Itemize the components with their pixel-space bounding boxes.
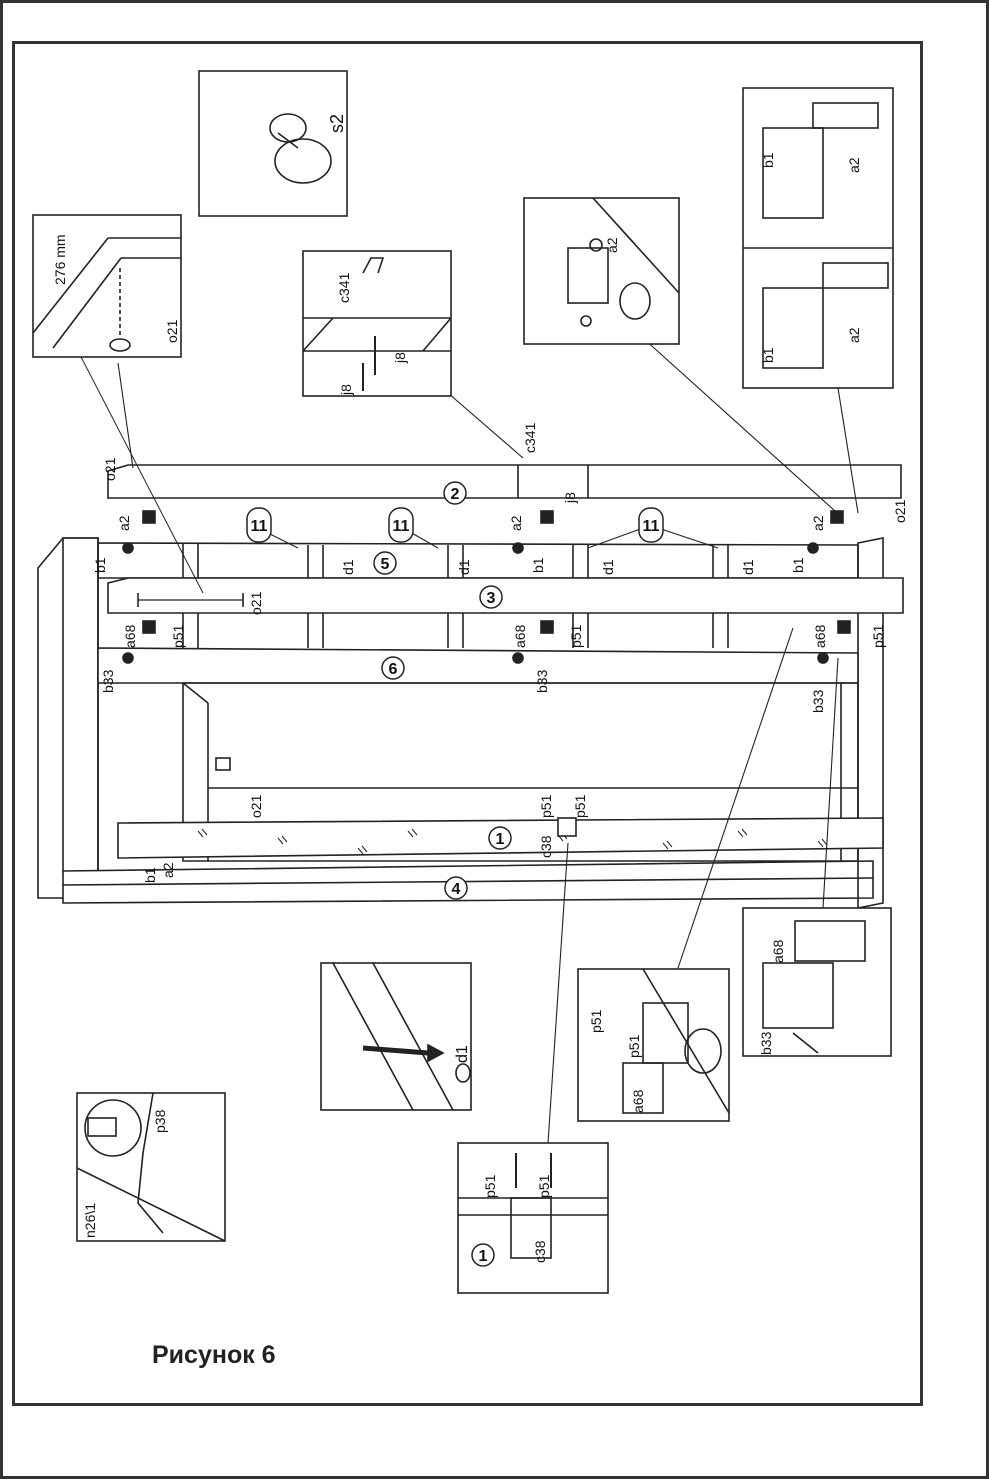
- figure-frame: [12, 41, 923, 1406]
- label-a68-e: a68: [630, 1089, 646, 1113]
- label-o21-c: o21: [248, 591, 264, 615]
- label-p51-g: p51: [626, 1034, 642, 1058]
- svg-text:2: 2: [451, 486, 460, 503]
- label-c341-a: c341: [522, 422, 538, 453]
- svg-text:1: 1: [496, 831, 505, 848]
- label-b1-e: b1: [760, 347, 776, 363]
- label-p51-b: p51: [568, 624, 584, 648]
- label-d1-a: d1: [340, 559, 356, 575]
- label-o21-d: o21: [248, 794, 264, 818]
- part-11-a: 11: [246, 507, 272, 543]
- label-p51-f: p51: [588, 1009, 604, 1033]
- label-b1-b: b1: [530, 557, 546, 573]
- label-a68-a: a68: [122, 624, 138, 648]
- label-o21-a: o21: [102, 457, 118, 481]
- label-b1-d: b1: [760, 152, 776, 168]
- label-b33-b: b33: [534, 669, 550, 693]
- figure-caption: Рисунок 6: [152, 1341, 276, 1369]
- detail-a68-p51: [577, 968, 730, 1122]
- part-2: 2: [443, 481, 467, 505]
- label-o21-b: o21: [892, 499, 908, 523]
- part-3: 3: [479, 585, 503, 609]
- label-c341-b: c341: [336, 272, 352, 303]
- label-b1-f: b1: [142, 867, 158, 883]
- svg-text:11: 11: [393, 518, 410, 535]
- label-j8-a: j8: [562, 492, 578, 504]
- part-5: 5: [373, 551, 397, 575]
- cabinet-body: [37, 464, 904, 909]
- label-a2-d: a2: [604, 237, 620, 253]
- label-p51-d: p51: [538, 794, 554, 818]
- svg-text:1: 1: [479, 1248, 488, 1265]
- label-p51-c: p51: [870, 624, 886, 648]
- svg-text:11: 11: [643, 518, 660, 535]
- detail-a2-hinge: [523, 197, 680, 345]
- label-dim: 276 mm: [52, 234, 68, 285]
- part-1: 1: [488, 826, 512, 850]
- label-s2: s2: [327, 114, 347, 133]
- label-b33-c: b33: [810, 689, 826, 713]
- detail-s2: [198, 70, 348, 217]
- label-d1-d: d1: [740, 559, 756, 575]
- detail-p38-n26: [76, 1092, 226, 1242]
- svg-text:5: 5: [381, 556, 390, 573]
- label-b1-c: b1: [790, 557, 806, 573]
- detail-a68-b33: [742, 907, 892, 1057]
- label-a2-b: a2: [508, 515, 524, 531]
- label-a2-e: a2: [846, 157, 862, 173]
- label-o21-e: o21: [164, 319, 180, 343]
- svg-text:6: 6: [389, 661, 398, 678]
- part-6: 6: [381, 656, 405, 680]
- part-11-c: 11: [638, 507, 664, 543]
- label-d1-e: d1: [454, 1045, 471, 1063]
- label-j8-b: j8: [392, 352, 408, 364]
- label-a68-b: a68: [512, 624, 528, 648]
- detail-o21: [32, 214, 182, 358]
- detail-c341: [302, 250, 452, 397]
- label-a2-c: a2: [810, 515, 826, 531]
- svg-text:11: 11: [251, 518, 268, 535]
- label-c38-b: c38: [532, 1240, 548, 1263]
- svg-text:4: 4: [452, 881, 461, 898]
- label-b33-d: b33: [758, 1031, 774, 1055]
- part-1-detail: 1: [471, 1243, 495, 1267]
- part-4: 4: [444, 876, 468, 900]
- label-b1-a: b1: [92, 557, 108, 573]
- label-n26: n26\1: [82, 1203, 98, 1238]
- detail-b1-a2: [742, 87, 894, 389]
- label-a2-g: a2: [160, 862, 176, 878]
- assembly-diagram: 276 mm o21 o21 o21 o21 o21 a2 a2 a2 a2 a…: [32, 70, 908, 1294]
- part-11-b: 11: [388, 507, 414, 543]
- part-labels: 276 mm o21 o21 o21 o21 o21 a2 a2 a2 a2 a…: [52, 114, 908, 1263]
- label-c38-a: c38: [538, 835, 554, 858]
- label-a68-c: a68: [812, 624, 828, 648]
- detail-c38: [457, 1142, 609, 1294]
- svg-text:3: 3: [487, 590, 496, 607]
- label-a68-d: a68: [770, 939, 786, 963]
- label-d1-b: d1: [456, 559, 472, 575]
- label-p51-i: p51: [536, 1174, 552, 1198]
- label-p51-a: p51: [170, 624, 186, 648]
- label-d1-c: d1: [600, 559, 616, 575]
- label-p51-e: p51: [572, 794, 588, 818]
- label-a2-f: a2: [846, 327, 862, 343]
- label-j8-c: j8: [338, 384, 354, 396]
- detail-d1: [320, 962, 472, 1111]
- label-b33-a: b33: [100, 669, 116, 693]
- label-p51-h: p51: [482, 1174, 498, 1198]
- label-a2-a: a2: [116, 515, 132, 531]
- label-p38: p38: [152, 1109, 168, 1133]
